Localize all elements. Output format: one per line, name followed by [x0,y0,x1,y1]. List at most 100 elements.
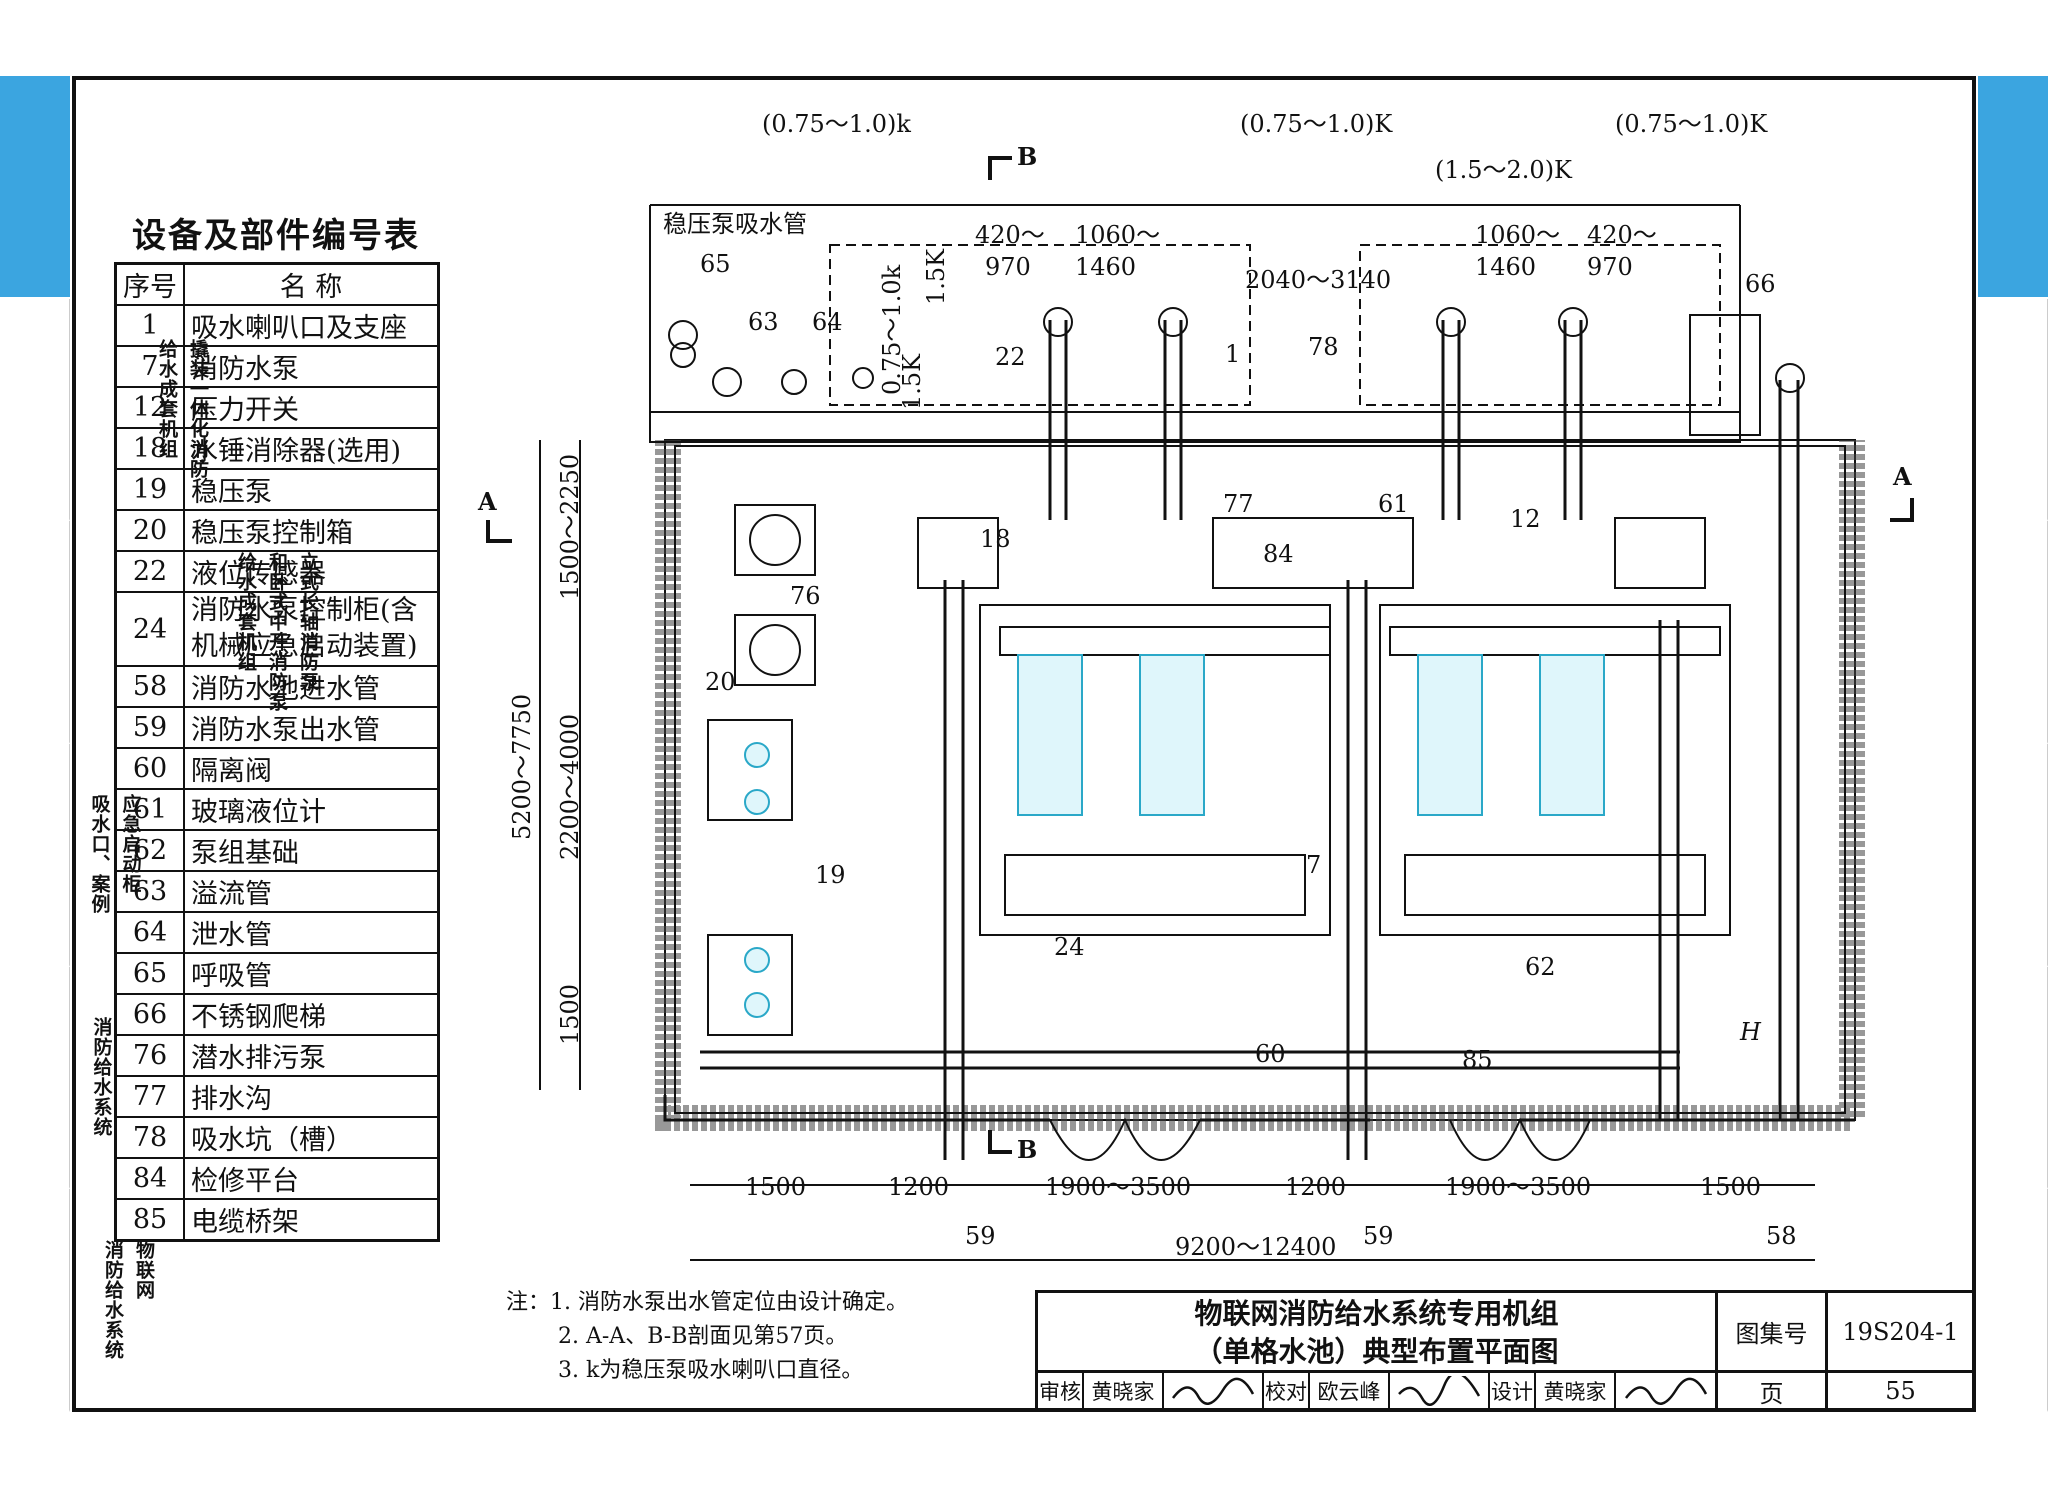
review-label: 审核 [1038,1373,1084,1409]
callout-13: 76 [790,582,821,610]
callout-19: 60 [1255,1040,1286,1068]
dim-v-4: 1500～2250 [556,454,584,600]
pump-base-right [1379,604,1731,936]
row-number: 65 [114,952,185,995]
left-tab-0[interactable]: 物联网消防给水成套机组 [0,76,183,299]
left-tab-label: 物联网 [133,1239,155,1300]
dim-b-4: 1200 [1285,1173,1346,1201]
left-tab-label: 物联网消防 [160,126,183,227]
left-tab-5[interactable]: 物联网消防给水系统 [0,1189,155,1413]
callout-14: 20 [705,668,736,696]
row-number: 64 [114,911,185,954]
row-name: 排水沟 [183,1075,440,1118]
left-tab-label: 吸水口、案例 [88,794,111,915]
callout-1: 65 [700,250,731,278]
callout-0: 稳压泵吸水管 [663,210,807,238]
callout-2: 63 [748,308,779,336]
dim-v-3: 1.5K [898,353,926,410]
left-tab-label: 消防给水系统 [102,1239,124,1360]
row-number: 84 [114,1157,185,1200]
row-number: 24 [114,591,185,667]
review-signature [1164,1373,1264,1409]
callout-15: 19 [815,861,846,889]
dim-pair-r-1: 1060～ [1475,221,1560,249]
right-tab-5[interactable]: 物联网消防给水系统 [1978,1189,2048,1413]
dim-pair-r-3: 420～ [1587,221,1657,249]
row-name: 溢流管 [183,870,440,913]
dim-v-5: 2200～4000 [556,714,584,860]
left-tab-label: 消防给水系统 [90,1017,113,1138]
row-name: 泵组基础 [183,829,440,872]
maintenance-platform [1212,517,1414,589]
callout-18: 62 [1525,953,1556,981]
page-number: 55 [1885,1377,1916,1405]
row-name: 消防水泵 [183,345,440,388]
left-tab-label: 给水成套机组 [129,126,152,247]
row-number: 20 [114,509,185,552]
dim-pair-l-3: 1060～ [1075,221,1160,249]
row-number: 66 [114,993,185,1036]
dim-top-3: (0.75～1.0)K [1615,110,1768,138]
top-slab [649,411,1741,443]
row-name: 压力开关 [183,386,440,429]
row-name: 吸水喇叭口及支座 [183,304,440,347]
check-label: 校对 [1264,1373,1310,1409]
page-label: 页 [1718,1373,1828,1409]
title-block: 物联网消防给水系统专用机组 （单格水池）典型布置平面图 图集号 19S204-1… [1035,1290,1976,1412]
pool-wall-outer [655,440,1865,1131]
notes-label: 注： [506,1290,551,1315]
review-name: 黄晓家 [1084,1373,1164,1409]
dim-top-2: (0.75～1.0)K [1240,110,1393,138]
table-header-name: 名 称 [183,262,440,306]
callout-17: 24 [1054,933,1085,961]
row-name: 不锈钢爬梯 [183,993,440,1036]
dim-top-1: (0.75～1.0)k [762,110,911,138]
dim-pair-r-4: 970 [1587,253,1633,281]
suction-pit-left [829,244,1251,406]
dim-top-4: (1.5～2.0)K [1435,156,1573,184]
row-name: 消防水池进水管 [183,665,440,708]
row-number: 12 [114,386,185,429]
right-tab-4[interactable]: 消防给水系统 [1978,966,2048,1190]
callout-10: 84 [1263,540,1294,568]
check-name: 欧云峰 [1310,1373,1390,1409]
callout-12: 12 [1510,505,1541,533]
row-number: 62 [114,829,185,872]
callout-7: 66 [1745,270,1776,298]
callout-9: 77 [1223,490,1254,518]
row-name: 消防水泵控制柜(含机械应急启动装置) [183,591,440,667]
row-number: 18 [114,427,185,470]
dim-b-1: 1500 [745,1173,806,1201]
section-mark-a-right: A [1892,462,1912,491]
check-signature [1390,1373,1490,1409]
drawing-title: 物联网消防给水系统专用机组 （单格水池）典型布置平面图 [1038,1293,1718,1373]
dim-pair-l-4: 1460 [1075,253,1136,281]
row-number: 60 [114,747,185,790]
row-name: 隔离阀 [183,747,440,790]
design-name: 黄晓家 [1536,1373,1616,1409]
left-tab-4[interactable]: 消防给水系统 [0,966,113,1190]
title-line-1: 物联网消防给水系统专用机组 [1194,1297,1559,1330]
row-name: 消防水泵出水管 [183,706,440,749]
row-name-line: 机械应急启动装置) [191,631,418,662]
dim-top-5: 2040～3140 [1245,266,1391,294]
row-name: 水锤消除器(选用) [183,427,440,470]
row-name: 泄水管 [183,911,440,954]
row-name: 稳压泵控制箱 [183,509,440,552]
callout-21: 59 [965,1222,996,1250]
callout-5: 1 [1225,340,1240,368]
row-number: 85 [114,1198,185,1242]
dim-v-6: 1500 [556,984,584,1045]
